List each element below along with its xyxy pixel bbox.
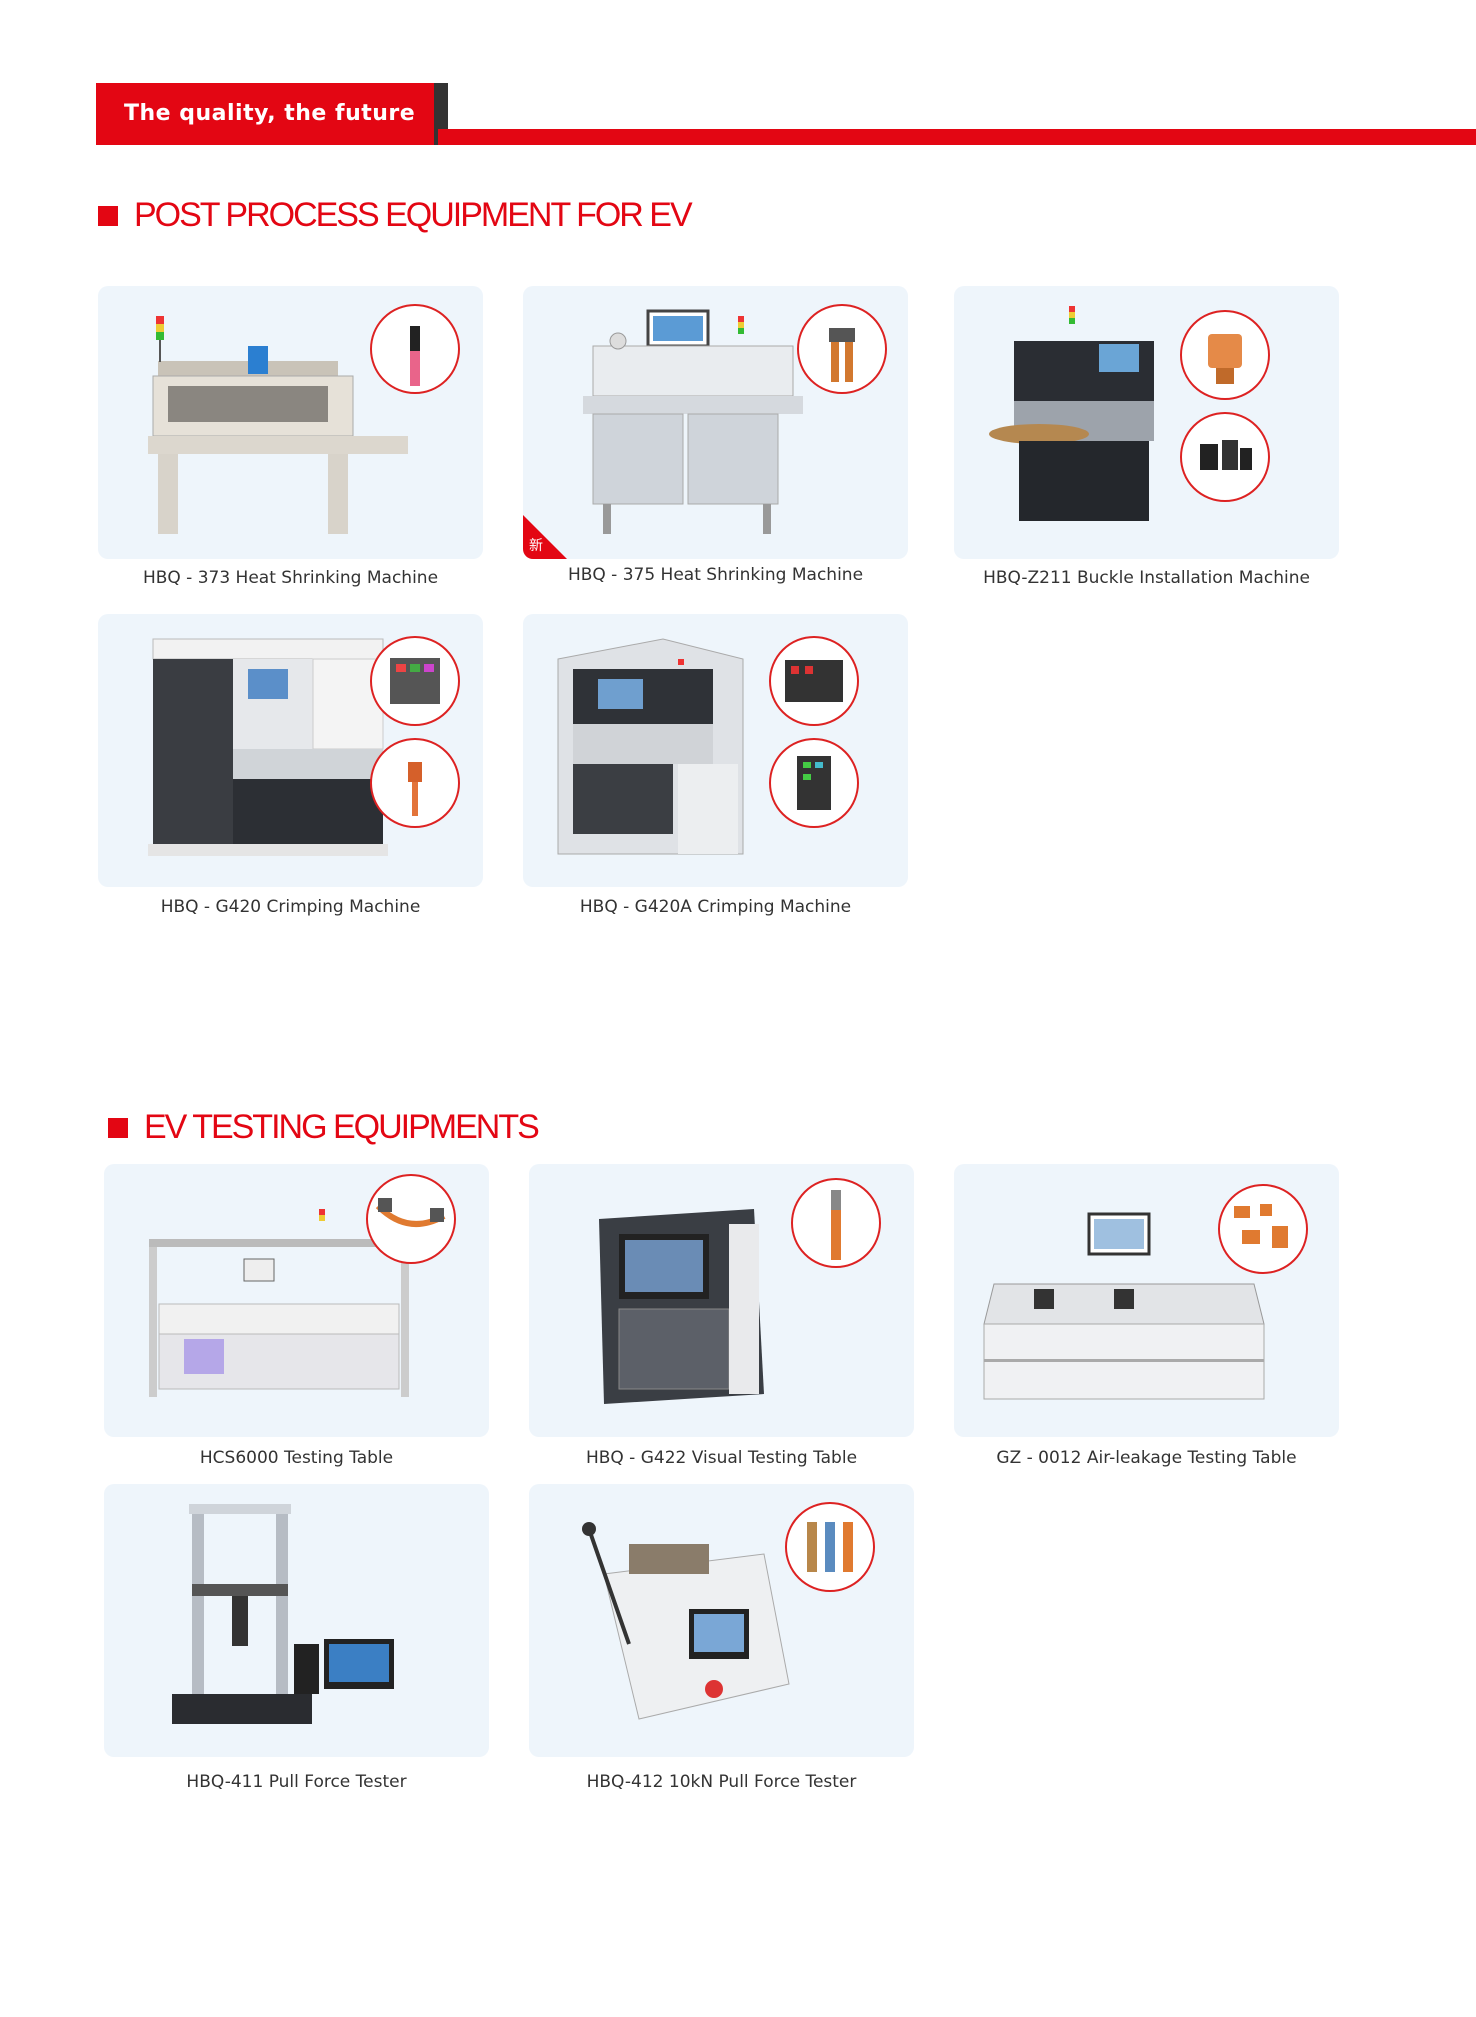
- buckle-installation-machine-image: [989, 306, 1154, 521]
- product-card-hbq-g420a[interactable]: [523, 614, 908, 887]
- heat-shrinking-machine-375-image: [583, 309, 803, 534]
- product-card-hbq-z211[interactable]: [954, 286, 1339, 559]
- orange-terminal-icon: [370, 738, 460, 828]
- orange-connector-icon: [1180, 310, 1270, 400]
- orange-plugs-icon: [1218, 1184, 1308, 1274]
- cable-terminal-icon: [791, 1178, 881, 1268]
- section-marker-icon: [98, 205, 118, 226]
- product-card-hbq-375[interactable]: 新: [523, 286, 908, 559]
- caption-hbq-g420: HBQ - G420 Crimping Machine: [160, 897, 421, 917]
- caption-hbq-375: HBQ - 375 Heat Shrinking Machine: [567, 565, 864, 585]
- section-title-testing: EV TESTING EQUIPMENTS: [108, 1108, 540, 1147]
- section-marker-icon: [108, 1117, 128, 1138]
- caption-hbq-412: HBQ-412 10kN Pull Force Tester: [586, 1772, 857, 1792]
- product-card-gz-0012[interactable]: [954, 1164, 1339, 1437]
- visual-testing-table-image: [599, 1209, 764, 1404]
- caption-hbq-411: HBQ-411 Pull Force Tester: [186, 1772, 407, 1792]
- caption-gz-0012: GZ - 0012 Air-leakage Testing Table: [996, 1448, 1297, 1468]
- caption-hbq-z211: HBQ-Z211 Buckle Installation Machine: [983, 568, 1310, 588]
- air-leakage-testing-table-image: [983, 1212, 1265, 1400]
- pull-force-tester-image: [172, 1504, 394, 1724]
- fuse-panel-icon: [769, 738, 859, 828]
- section-title-post-process: POST PROCESS EQUIPMENT FOR EV: [98, 196, 693, 235]
- product-card-hbq-411[interactable]: [104, 1484, 489, 1757]
- new-badge-label: 新: [529, 538, 543, 554]
- product-card-hbq-g420[interactable]: [98, 614, 483, 887]
- connector-closeup-icon: [797, 304, 887, 394]
- crimping-machine-g420a-image: [557, 638, 744, 855]
- caption-hbq-373: HBQ - 373 Heat Shrinking Machine: [142, 568, 439, 588]
- heat-shrinking-machine-image: [148, 316, 408, 534]
- caption-hcs6000: HCS6000 Testing Table: [199, 1448, 394, 1468]
- crimped-terminals-icon: [785, 1502, 875, 1592]
- testing-table-image: [149, 1209, 409, 1397]
- fuse-box-icon: [370, 636, 460, 726]
- product-card-hbq-412[interactable]: [529, 1484, 914, 1757]
- header-banner: The quality, the future: [96, 83, 448, 145]
- cable-closeup-icon: [370, 304, 460, 394]
- product-card-hbq-g422[interactable]: [529, 1164, 914, 1437]
- product-card-hbq-373[interactable]: [98, 286, 483, 559]
- relay-box-icon: [769, 636, 859, 726]
- header-rule: [438, 129, 1476, 145]
- caption-hbq-g420a: HBQ - G420A Crimping Machine: [579, 897, 852, 917]
- tagline: The quality, the future: [124, 101, 416, 126]
- black-buckle-icon: [1180, 412, 1270, 502]
- product-card-hcs6000[interactable]: [104, 1164, 489, 1437]
- crimping-machine-image: [148, 638, 388, 856]
- caption-hbq-g422: HBQ - G422 Visual Testing Table: [585, 1448, 858, 1468]
- new-badge: [523, 515, 567, 559]
- 10kn-pull-force-tester-image: [582, 1522, 790, 1720]
- harness-cable-icon: [366, 1174, 456, 1264]
